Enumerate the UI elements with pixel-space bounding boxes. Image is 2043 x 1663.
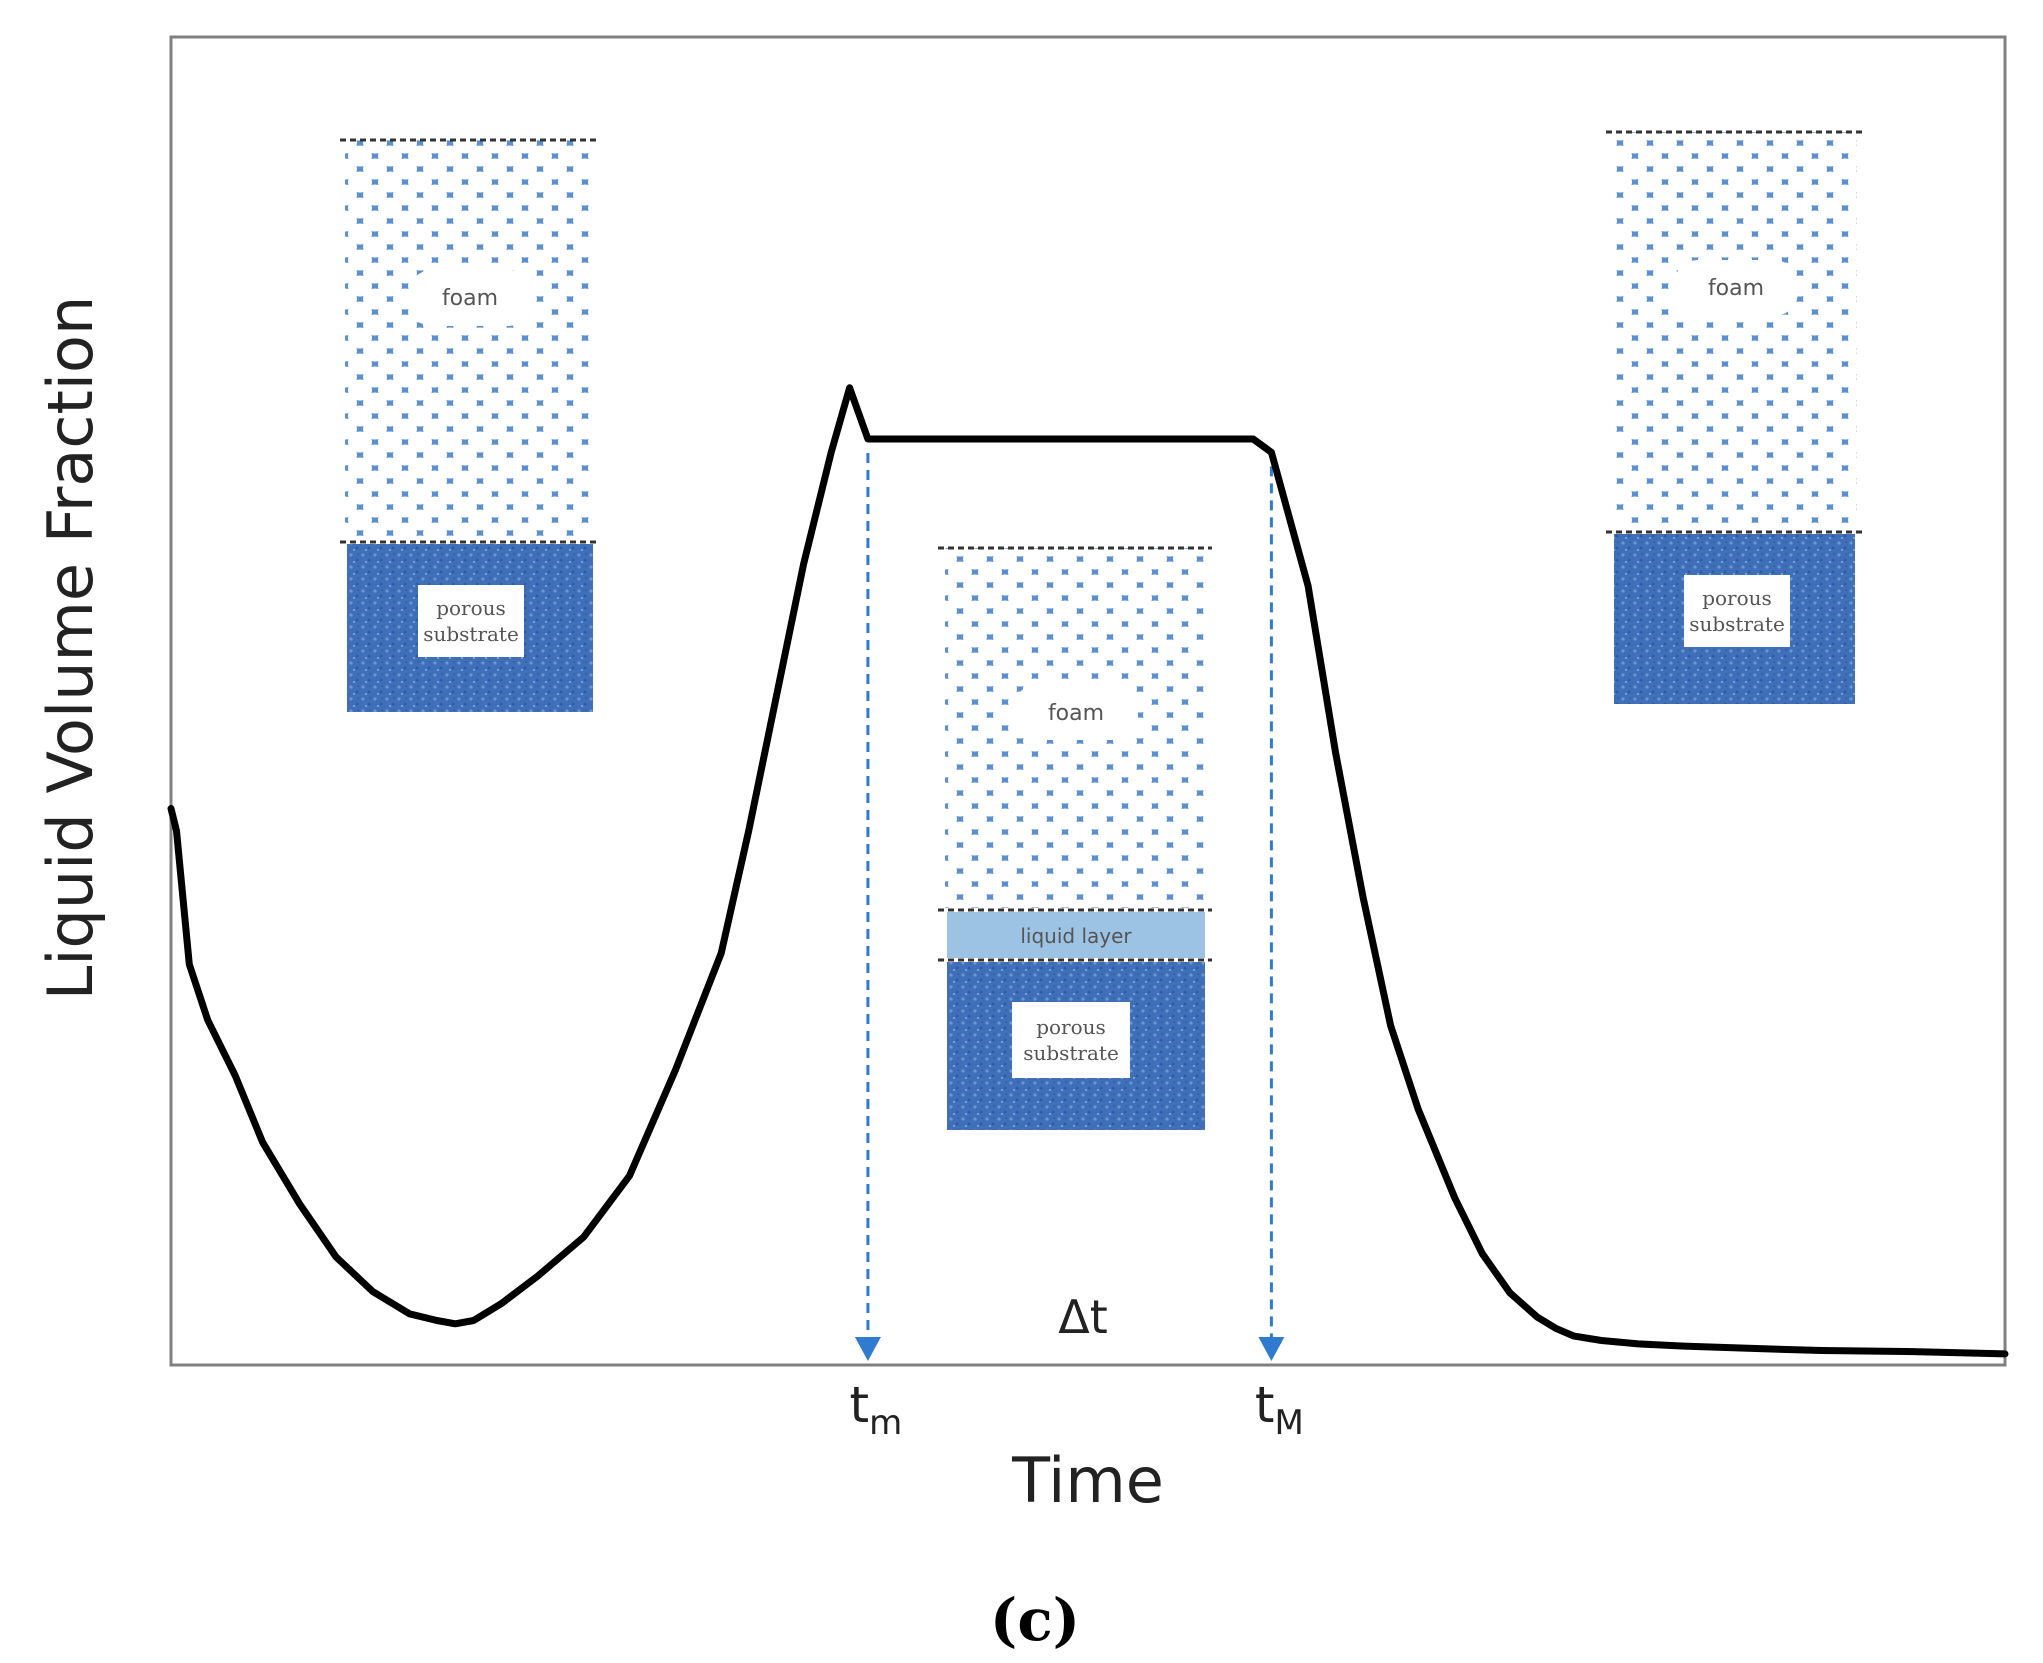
inset-foam-substrate-right: foam porous substrate [1606,130,1862,704]
series-line-0 [167,384,2009,1358]
inset-foam-liquid-substrate-middle: foam liquid layer porous substrate [938,546,1212,1130]
inset-3-substrate-label-bg [1684,575,1790,647]
plot-frame [169,35,2007,1367]
panel-label: (c) [990,1586,1080,1654]
tm-tick: tm [850,1376,903,1443]
inset-2-liquid-label: liquid layer [1020,924,1132,948]
inset-3-foam-layer [1612,132,1857,530]
marker-lines [854,452,1285,1361]
series-layer [167,384,2009,1358]
inset-1-foam-layer [345,140,595,540]
marker-arrowhead-tM [1258,1337,1285,1361]
inset-1-foam-label: foam [442,286,498,311]
inset-2-substrate-label-bg [1012,1002,1130,1078]
interval-label: Δt [1058,1290,1108,1344]
inset-2-substrate-label: porous substrate [1023,1015,1119,1065]
inset-2-foam-label: foam [1048,701,1104,726]
inset-foam-substrate-left: foam porous substrate [340,138,600,712]
inset-1-substrate-label: porous substrate [423,596,519,646]
inset-3-substrate-label: porous substrate [1689,586,1785,636]
tick-labels: tm tM [850,1376,1304,1443]
inset-2-liquid-layer [947,912,1205,958]
inset-1-foam-label-bg [408,270,532,326]
inset-3-foam-label: foam [1708,276,1764,301]
inset-3-foam-label-bg [1674,260,1798,316]
inset-1-substrate-label-bg [418,585,524,657]
x-axis-label: Time [1011,1444,1164,1517]
y-axis-label: Liquid Volume Fraction [34,296,107,1001]
marker-arrowhead-tm [854,1337,881,1361]
inset-2-foam-label-bg [1014,684,1138,740]
tM-tick: tM [1255,1376,1304,1443]
